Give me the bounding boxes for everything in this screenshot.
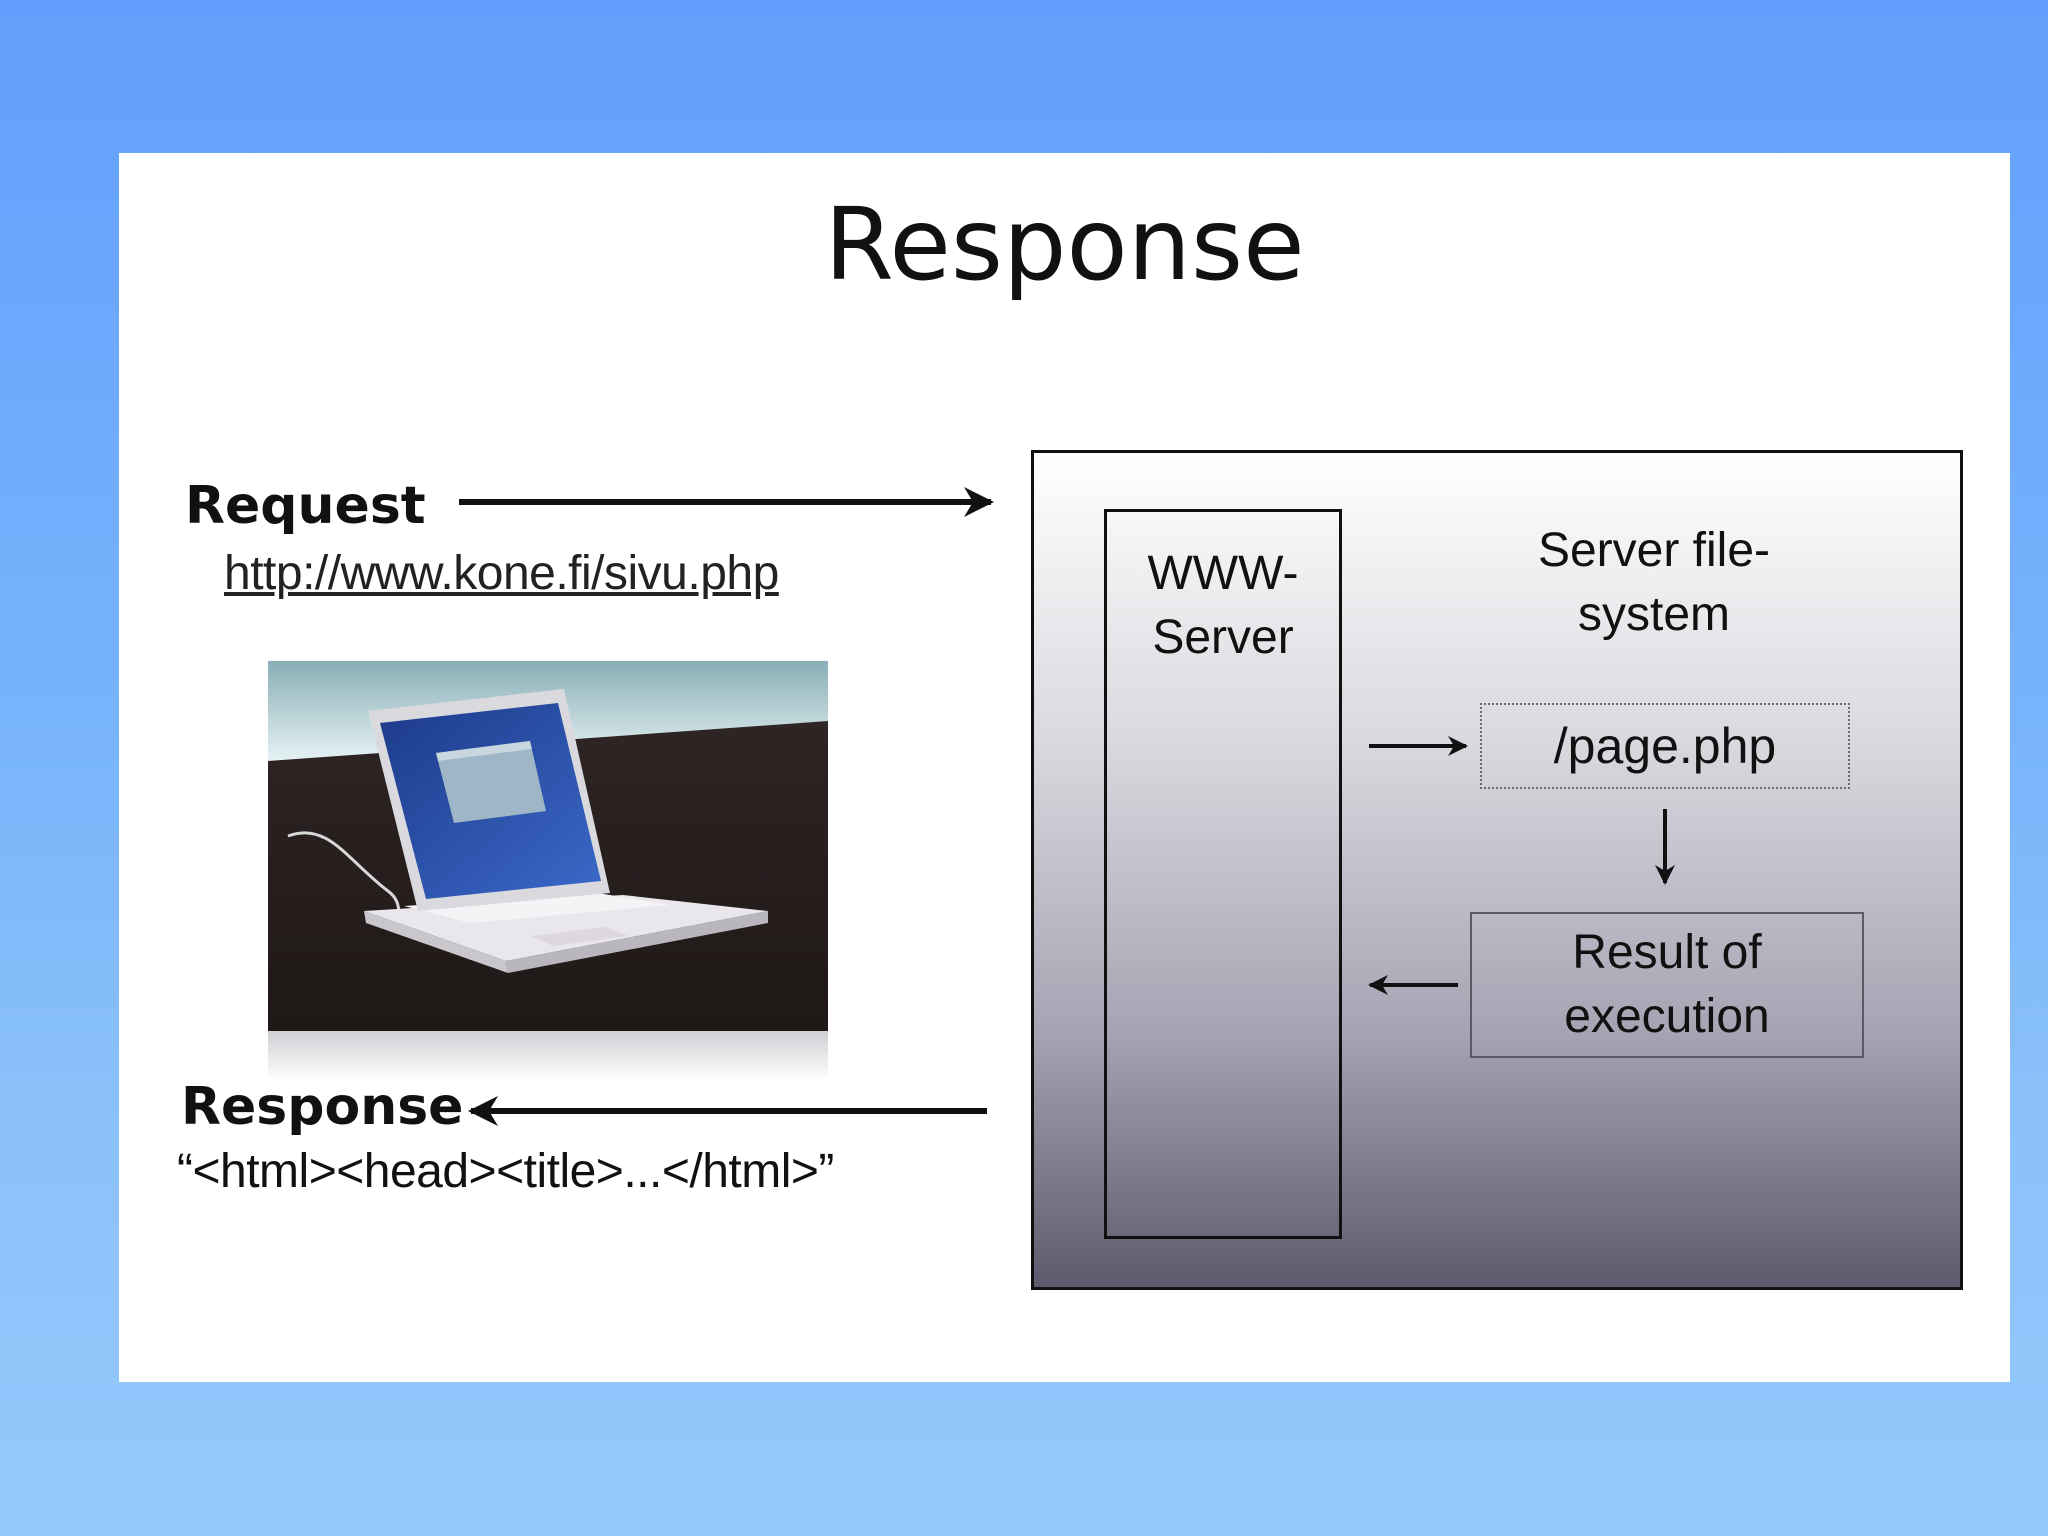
request-label: Request xyxy=(185,476,426,536)
slide: Response Request http://www.kone.fi/sivu… xyxy=(119,153,2010,1382)
laptop-photo xyxy=(268,661,828,1081)
response-label: Response xyxy=(181,1077,464,1137)
www-server-label: WWW- Server xyxy=(1147,547,1299,664)
server-filesystem-label: Server file- system xyxy=(1537,524,1771,641)
request-url-link[interactable]: http://www.kone.fi/sivu.php xyxy=(224,547,779,600)
www-server-box: WWW- Server xyxy=(1104,509,1342,1239)
result-of-execution-box: Result of execution xyxy=(1470,912,1864,1058)
slide-title: Response xyxy=(824,186,1305,303)
response-body-text: “<html><head><title>...</html>” xyxy=(177,1145,834,1198)
server-box: WWW- Server Server file- system /page.ph… xyxy=(1031,450,1963,1290)
page-php-file-box: /page.php xyxy=(1480,703,1850,789)
request-response-arrows xyxy=(459,487,994,1126)
server-flow-arrows xyxy=(1368,736,1675,995)
